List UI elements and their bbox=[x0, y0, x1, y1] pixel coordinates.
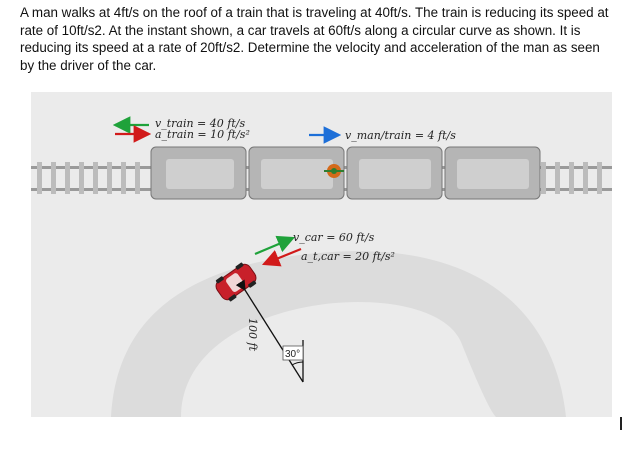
train bbox=[150, 146, 541, 200]
text-cursor bbox=[620, 417, 622, 430]
radius-line bbox=[235, 279, 304, 383]
problem-statement: A man walks at 4ft/s on the roof of a tr… bbox=[20, 5, 609, 73]
angle-label-box bbox=[282, 345, 304, 361]
angle-label: 30° bbox=[285, 349, 300, 360]
car-acceleration-label: a_t,car = 20 ft/s² bbox=[301, 250, 395, 263]
car-velocity-label: v_car = 60 ft/s bbox=[293, 231, 375, 244]
train-acceleration-label: a_train = 10 ft/s² bbox=[155, 128, 250, 141]
train-velocity-label: v_train = 40 ft/s bbox=[155, 117, 245, 130]
man-relative-velocity-label: v_man/train = 4 ft/s bbox=[345, 129, 456, 142]
road-inner-shade bbox=[201, 318, 479, 417]
car-acceleration-arrow bbox=[261, 247, 302, 267]
car-velocity-arrow bbox=[254, 235, 296, 256]
man-figure bbox=[324, 164, 344, 178]
angle-arc bbox=[291, 361, 304, 366]
train-car-figure: v_train = 40 ft/s a_train = 10 ft/s² v_m… bbox=[31, 92, 612, 417]
radius-label: 100 ft bbox=[246, 318, 259, 352]
